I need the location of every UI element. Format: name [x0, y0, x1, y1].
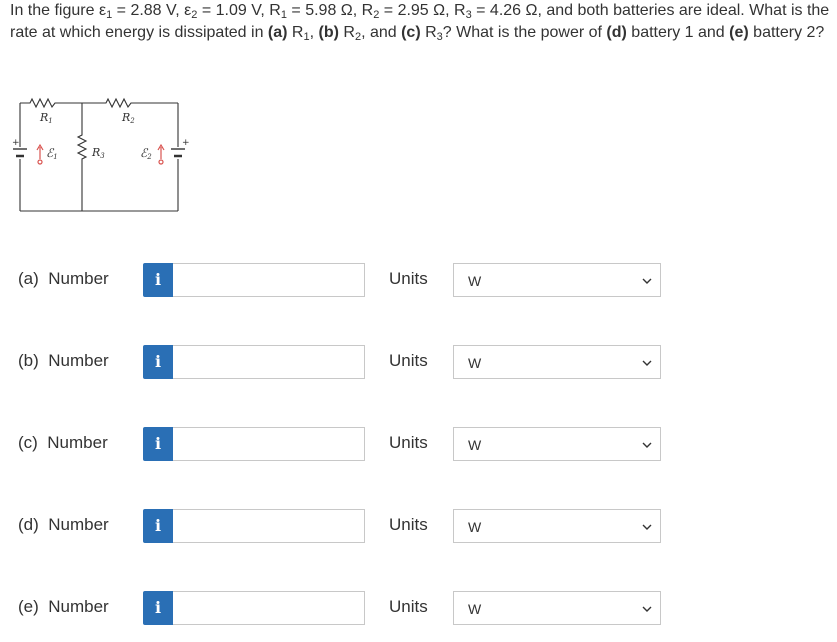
part-label-b: (b) Number [18, 351, 109, 370]
info-icon[interactable]: i [143, 591, 173, 625]
units-select-c[interactable]: W [453, 427, 661, 461]
number-input-a[interactable] [173, 263, 365, 297]
units-select-a[interactable]: W [453, 263, 661, 297]
circuit-diagram: R1 R2 R3 ℰ1 ℰ2 + + [12, 97, 190, 212]
r3-label: R3 [91, 146, 105, 160]
number-input-c[interactable] [173, 427, 365, 461]
units-label-c: Units [389, 433, 428, 452]
question-text: In the figure ε1 = 2.88 V, ε2 = 1.09 V, … [10, 2, 830, 43]
info-icon[interactable]: i [143, 509, 173, 543]
chevron-down-icon [642, 278, 652, 284]
answer-row-c: (c) Number i Units W [0, 427, 837, 463]
chevron-down-icon [642, 524, 652, 530]
number-input-e[interactable] [173, 591, 365, 625]
answer-row-e: (e) Number i Units W [0, 591, 837, 627]
plus-sign-2: + [182, 138, 190, 148]
units-select-d[interactable]: W [453, 509, 661, 543]
part-label-d: (d) Number [18, 515, 109, 534]
answer-row-d: (d) Number i Units W [0, 509, 837, 545]
units-label-b: Units [389, 351, 428, 370]
part-label-a: (a) Number [18, 269, 109, 288]
number-input-d[interactable] [173, 509, 365, 543]
units-label-d: Units [389, 515, 428, 534]
r2-label: R2 [121, 111, 135, 125]
e2-label: ℰ2 [140, 146, 152, 161]
part-label-c: (c) Number [18, 433, 108, 452]
info-icon[interactable]: i [143, 427, 173, 461]
info-icon[interactable]: i [143, 345, 173, 379]
e1-label: ℰ1 [46, 146, 58, 161]
chevron-down-icon [642, 360, 652, 366]
answer-row-a: (a) Number i Units W [0, 263, 837, 299]
units-label-a: Units [389, 269, 428, 288]
number-input-b[interactable] [173, 345, 365, 379]
answer-row-b: (b) Number i Units W [0, 345, 837, 381]
units-select-e[interactable]: W [453, 591, 661, 625]
chevron-down-icon [642, 606, 652, 612]
chevron-down-icon [642, 442, 652, 448]
r1-label: R1 [39, 111, 53, 125]
units-select-b[interactable]: W [453, 345, 661, 379]
part-label-e: (e) Number [18, 597, 109, 616]
units-label-e: Units [389, 597, 428, 616]
info-icon[interactable]: i [143, 263, 173, 297]
plus-sign-1: + [12, 138, 20, 148]
